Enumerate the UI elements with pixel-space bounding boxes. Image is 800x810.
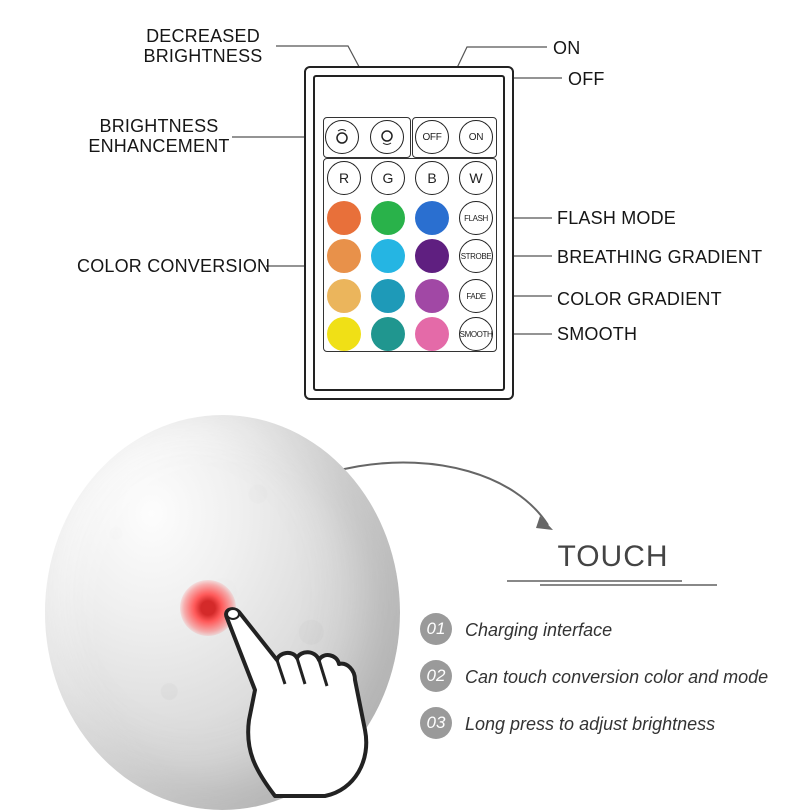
- feature-number-3: 03: [420, 707, 452, 739]
- on-button[interactable]: ON: [459, 120, 493, 154]
- on-label: ON: [553, 38, 581, 58]
- brightness-button-group: [323, 117, 411, 158]
- color-button-r3-c2[interactable]: [371, 279, 405, 313]
- brightness-enhancement-label: BRIGHTNESS ENHANCEMENT: [88, 116, 230, 156]
- color-button-r4-c3[interactable]: [415, 317, 449, 351]
- color-mode-button-group: [323, 158, 497, 352]
- strobe-button[interactable]: STROBE: [459, 239, 493, 273]
- off-label: OFF: [568, 69, 605, 89]
- color-gradient-label: COLOR GRADIENT: [557, 289, 722, 309]
- color-button-r4-c2[interactable]: [371, 317, 405, 351]
- green-button[interactable]: G: [371, 161, 405, 195]
- touch-title: TOUCH: [557, 540, 669, 573]
- feature-text-3: Long press to adjust brightness: [465, 714, 716, 734]
- blue-button[interactable]: B: [415, 161, 449, 195]
- power-button-group: [412, 117, 497, 158]
- sun-minus-icon: [381, 130, 393, 145]
- color-conversion-label: COLOR CONVERSION: [77, 256, 271, 276]
- feature-number-2: 02: [420, 660, 452, 692]
- title-underline: [507, 580, 682, 582]
- breathing-gradient-label: BREATHING GRADIENT: [557, 247, 763, 267]
- color-button-r1-c3[interactable]: [415, 201, 449, 235]
- sun-plus-icon: [336, 129, 348, 144]
- flash-mode-label: FLASH MODE: [557, 208, 677, 228]
- touch-point-glow: [180, 580, 236, 636]
- color-button-r1-c1[interactable]: [327, 201, 361, 235]
- color-button-r3-c1[interactable]: [327, 279, 361, 313]
- fade-button[interactable]: FADE: [459, 279, 493, 313]
- color-button-r2-c2[interactable]: [371, 239, 405, 273]
- decreased-brightness-label: DECREASED BRIGHTNESS: [143, 26, 263, 66]
- feature-text-1: Charging interface: [465, 620, 613, 640]
- feature-number-1: 01: [420, 613, 452, 645]
- title-underline-2: [540, 584, 717, 586]
- smooth-button[interactable]: SMOOTH: [459, 317, 493, 351]
- color-button-r3-c3[interactable]: [415, 279, 449, 313]
- color-button-r1-c2[interactable]: [371, 201, 405, 235]
- color-button-r2-c1[interactable]: [327, 239, 361, 273]
- color-button-r2-c3[interactable]: [415, 239, 449, 273]
- feature-text-2: Can touch conversion color and mode: [465, 667, 769, 687]
- off-button[interactable]: OFF: [415, 120, 449, 154]
- pointing-hand-icon: [224, 607, 369, 798]
- brightness-enhancement-button[interactable]: [325, 120, 359, 154]
- remote-control-panel: [313, 75, 505, 391]
- smooth-label: SMOOTH: [557, 324, 638, 344]
- white-button[interactable]: W: [459, 161, 493, 195]
- red-button[interactable]: R: [327, 161, 361, 195]
- decreased-brightness-button[interactable]: [370, 120, 404, 154]
- color-button-r4-c1[interactable]: [327, 317, 361, 351]
- flash-button[interactable]: FLASH: [459, 201, 493, 235]
